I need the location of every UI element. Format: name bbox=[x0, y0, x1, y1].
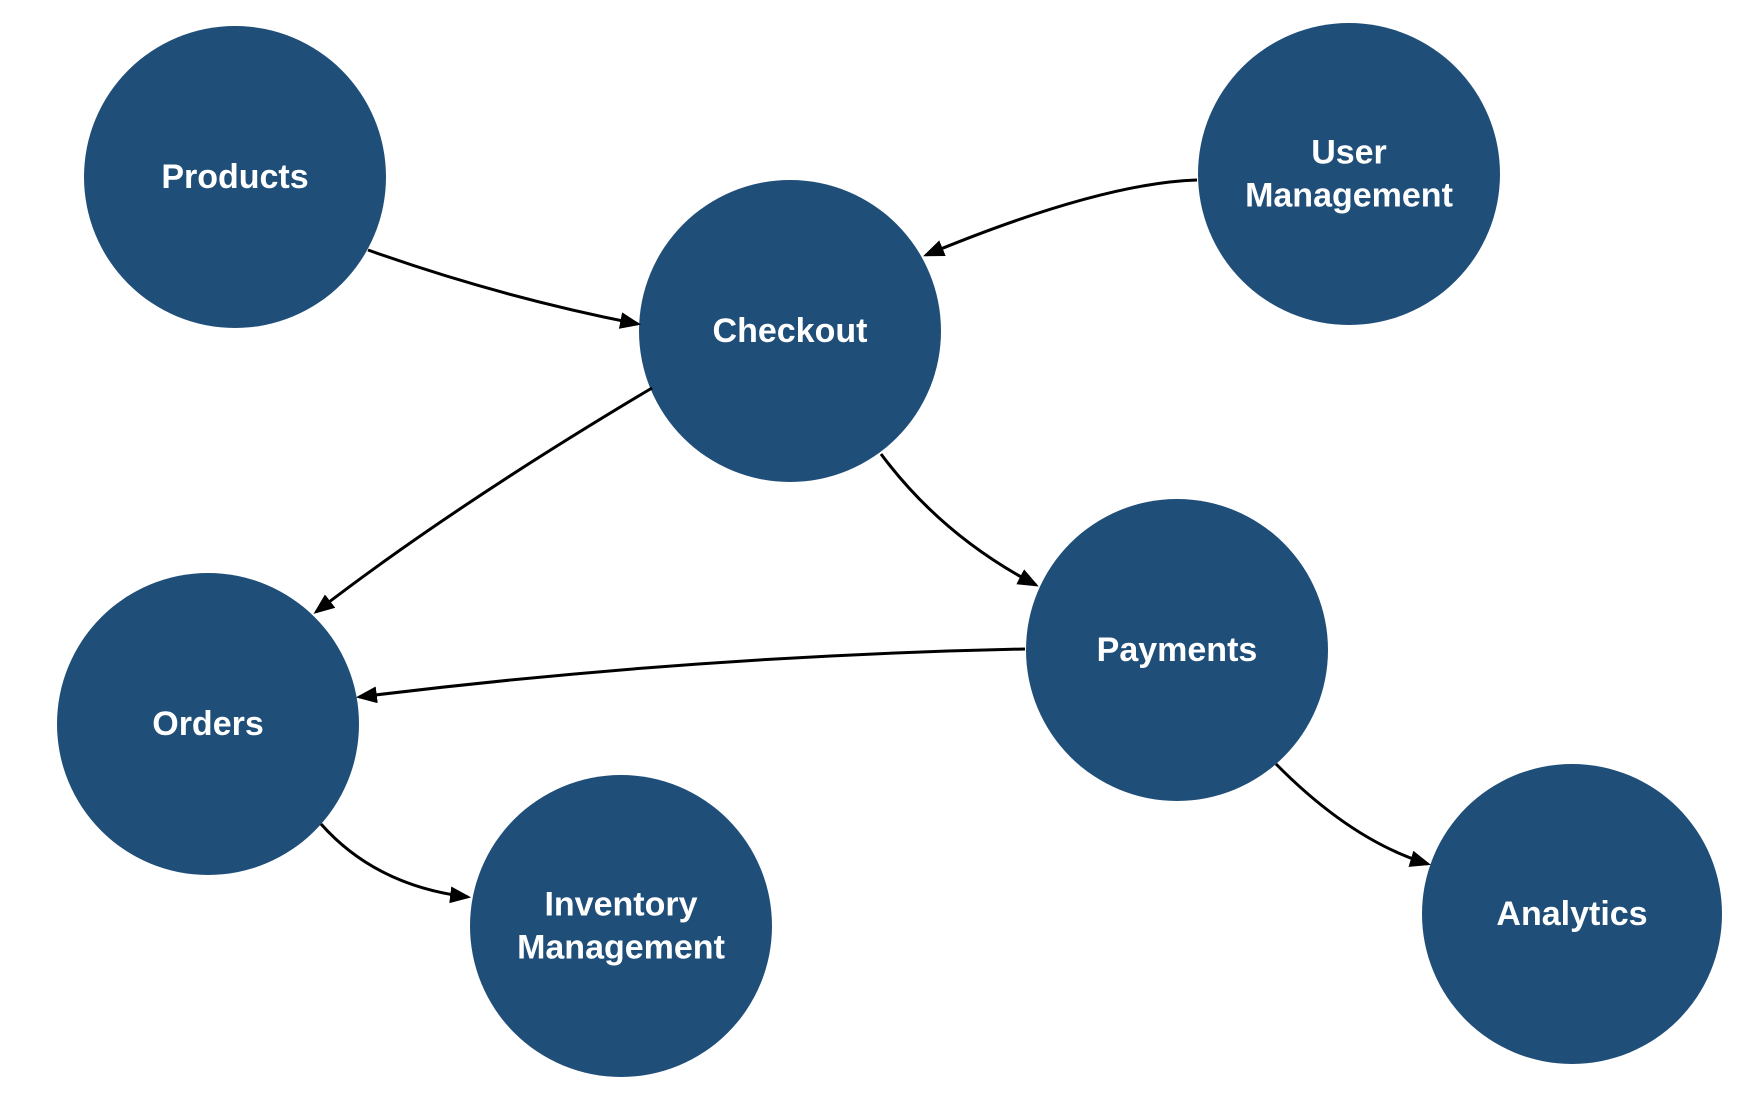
edge-payments-to-analytics bbox=[1274, 762, 1432, 867]
node-circle bbox=[470, 775, 772, 1077]
node-circle bbox=[1422, 764, 1722, 1064]
edge-user-management-to-checkout bbox=[923, 178, 1198, 257]
node-circle bbox=[1026, 499, 1328, 801]
edge-checkout-to-payments bbox=[879, 453, 1039, 587]
node-products: Products bbox=[84, 26, 386, 328]
node-payments: Payments bbox=[1026, 499, 1328, 801]
node-analytics: Analytics bbox=[1422, 764, 1722, 1064]
node-circle bbox=[639, 180, 941, 482]
edge-payments-to-orders bbox=[355, 647, 1026, 704]
node-label: Analytics bbox=[1496, 895, 1647, 933]
node-label: Orders bbox=[152, 705, 264, 743]
node-circle bbox=[57, 573, 359, 875]
node-orders: Orders bbox=[57, 573, 359, 875]
node-label: Payments bbox=[1097, 631, 1258, 669]
node-label: Checkout bbox=[713, 312, 868, 350]
edge-checkout-to-orders bbox=[313, 386, 653, 614]
node-checkout: Checkout bbox=[639, 180, 941, 482]
node-circle bbox=[1198, 23, 1500, 325]
node-label: Products bbox=[161, 158, 308, 196]
edge-orders-to-inventory-management bbox=[319, 823, 472, 904]
edge-products-to-checkout bbox=[367, 248, 642, 329]
node-circle bbox=[84, 26, 386, 328]
